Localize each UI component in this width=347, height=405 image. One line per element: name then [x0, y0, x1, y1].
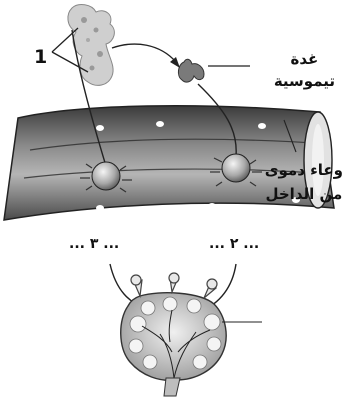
thymus-label-line1: غدة [274, 48, 335, 70]
vessel-label-line1: وعاء دموى [265, 158, 343, 182]
marker-1-label: 1 [34, 46, 47, 68]
vessel-label: وعاء دموى من الداخل [265, 158, 343, 206]
blank-2-label: ... ٢ ... [209, 236, 259, 252]
thymus-gland [178, 59, 204, 82]
thymus-label-line2: تيموسية [274, 70, 335, 92]
blank-3-label: ... ٣ ... [69, 236, 119, 252]
lymph-node [121, 273, 226, 396]
arrowhead-thymus [170, 57, 180, 68]
thymus-label: غدة تيموسية [274, 48, 335, 92]
vessel-label-line2: من الداخل [265, 182, 343, 206]
arrow-marrow-to-thymus [112, 44, 176, 62]
